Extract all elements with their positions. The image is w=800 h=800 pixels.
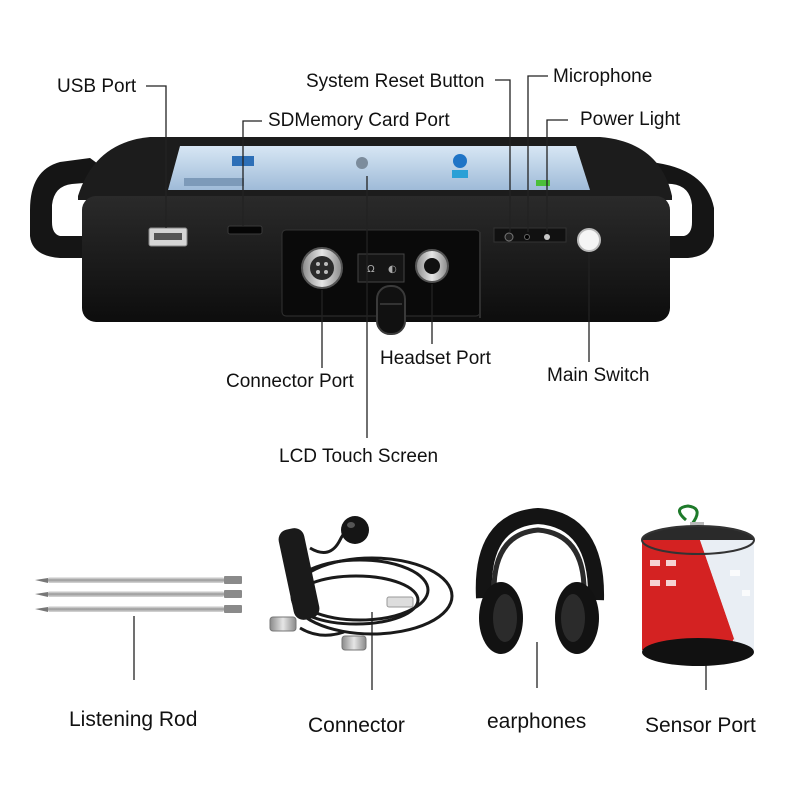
listening-rods [35,576,242,613]
lcd-touch-screen-label: LCD Touch Screen [279,446,439,467]
main-switch-knob [577,228,601,252]
connector-port-label: Connector Port [226,371,354,392]
right-handle [600,158,714,258]
listening-rod [35,590,242,598]
microphone-hole [524,234,530,240]
earphones-image [475,507,605,654]
screen-icon [536,180,550,186]
svg-text:◐: ◐ [388,264,397,275]
screen-icon [356,157,368,169]
system-reset-button-label: System Reset Button [306,71,485,92]
earphones-label: earphones [487,710,587,733]
sensor-image [641,504,755,666]
listening-rod-label: Listening Rod [69,708,198,731]
detector-device: Ω ◐ [30,137,714,335]
sd-card-port-label: SDMemory Card Port [268,110,450,131]
connector-probe [269,516,454,651]
screen-text [184,178,244,186]
power-light-label: Power Light [580,109,681,130]
listening-rod [35,605,242,613]
screen-icon [453,154,467,168]
main-switch-label: Main Switch [547,365,650,386]
reset-button-hole [504,232,514,242]
listening-rod [35,576,242,584]
microphone-label: Microphone [553,66,653,87]
lcd-screen [168,146,590,190]
screen-icon [452,170,468,178]
power-light-led [544,234,550,240]
headset-port-label: Headset Port [380,348,491,369]
svg-text:Ω: Ω [367,264,375,275]
usb-port-label: USB Port [57,76,137,97]
sd-card-slot [227,225,263,235]
volume-knob [376,285,406,335]
sensor-port-label: Sensor Port [645,714,756,737]
connector-label: Connector [308,714,405,737]
left-handle [30,158,120,258]
callout-lines [133,75,707,690]
